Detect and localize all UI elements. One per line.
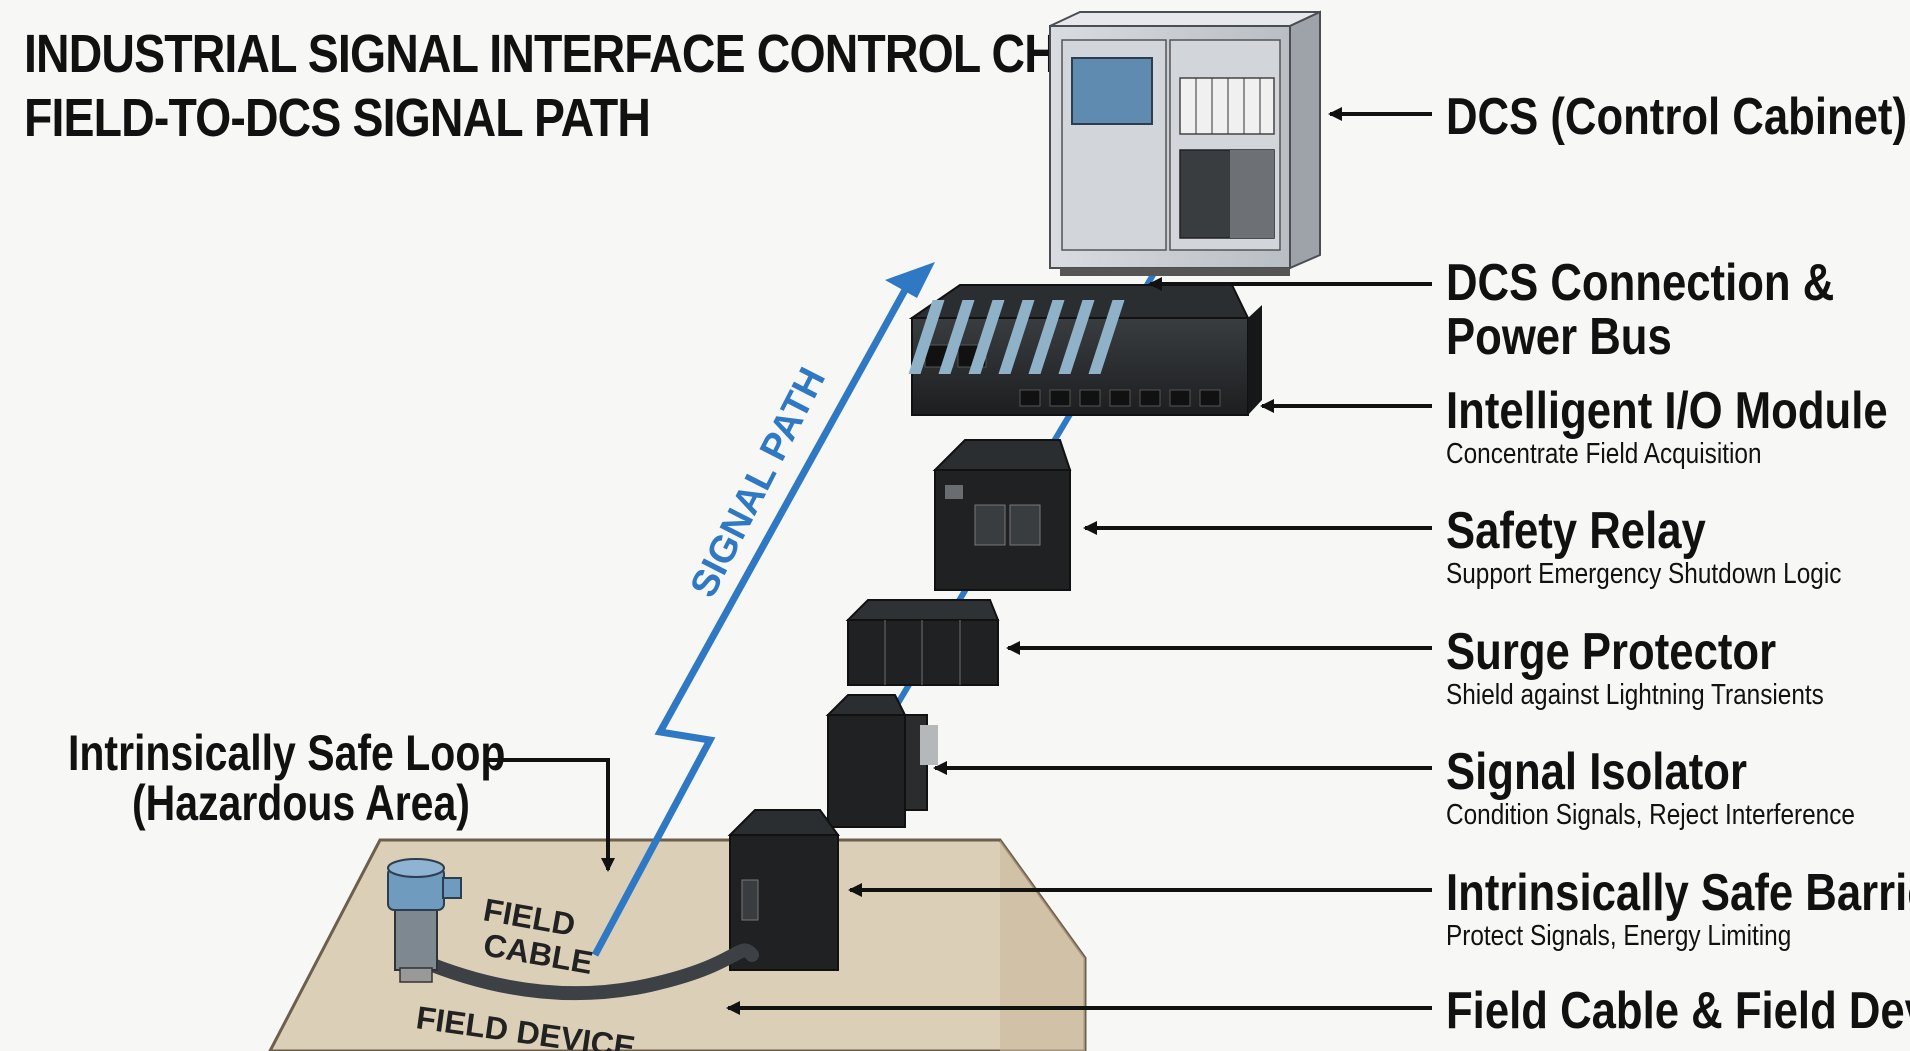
component-description: Support Emergency Shutdown Logic (1446, 558, 1842, 590)
field-cable (413, 943, 759, 1001)
component-description: Protect Signals, Energy Limiting (1446, 920, 1792, 952)
label-dcs-connection: DCS Connection & Power Bus (1446, 256, 1834, 364)
is-loop-label: Intrinsically Safe Loop (Hazardous Area) (68, 728, 505, 828)
component-description: Shield against Lightning Transients (1446, 679, 1824, 711)
component-description: Condition Signals, Reject Interference (1446, 799, 1855, 831)
title-line-1: INDUSTRIAL SIGNAL INTERFACE CONTROL CHAI… (24, 24, 1150, 84)
dcs-cabinet (1049, 10, 1321, 276)
signal-path-line (591, 262, 935, 957)
component-name: Signal Isolator (1446, 743, 1747, 801)
label-is-barrier: Intrinsically Safe Barrier Protect Signa… (1446, 866, 1910, 952)
leader-lines (488, 107, 1432, 1015)
label-signal-isolator: Signal Isolator Condition Signals, Rejec… (1446, 745, 1855, 831)
component-description: Concentrate Field Acquisition (1446, 438, 1762, 470)
intrinsically-safe-barrier (727, 809, 840, 971)
label-io-module: Intelligent I/O Module Concentrate Field… (1446, 384, 1888, 470)
diagram-title: INDUSTRIAL SIGNAL INTERFACE CONTROL CHAI… (24, 22, 1150, 150)
component-name: Intelligent I/O Module (1446, 382, 1888, 440)
label-surge-protector: Surge Protector Shield against Lightning… (1446, 625, 1824, 711)
label-safety-relay: Safety Relay Support Emergency Shutdown … (1446, 504, 1841, 590)
leader-is-loop (488, 758, 615, 872)
label-field-cable-device: Field Cable & Field Device (1446, 984, 1910, 1038)
safety-relay (932, 439, 1072, 591)
component-name: DCS Connection & (1446, 254, 1835, 312)
component-name: DCS (Control Cabinet) (1446, 88, 1908, 146)
is-loop-label-line-2: (Hazardous Area) (131, 775, 470, 831)
signal-path-label: SIGNAL PATH (683, 361, 834, 604)
title-line-2: FIELD-TO-DCS SIGNAL PATH (24, 88, 651, 148)
hazardous-area-ground (268, 838, 1087, 1051)
field-device (387, 858, 462, 983)
component-name: Field Cable & Field Device (1446, 982, 1910, 1040)
label-dcs-cabinet: DCS (Control Cabinet) (1446, 90, 1907, 144)
is-loop-label-line-1: Intrinsically Safe Loop (68, 725, 506, 781)
component-name-line-2: Power Bus (1446, 308, 1672, 366)
component-name: Intrinsically Safe Barrier (1446, 864, 1910, 922)
intelligent-io-module (908, 284, 1262, 416)
surge-protector (845, 599, 1000, 686)
component-name: Surge Protector (1446, 623, 1777, 681)
signal-isolator (825, 694, 938, 828)
component-name: Safety Relay (1446, 502, 1706, 560)
